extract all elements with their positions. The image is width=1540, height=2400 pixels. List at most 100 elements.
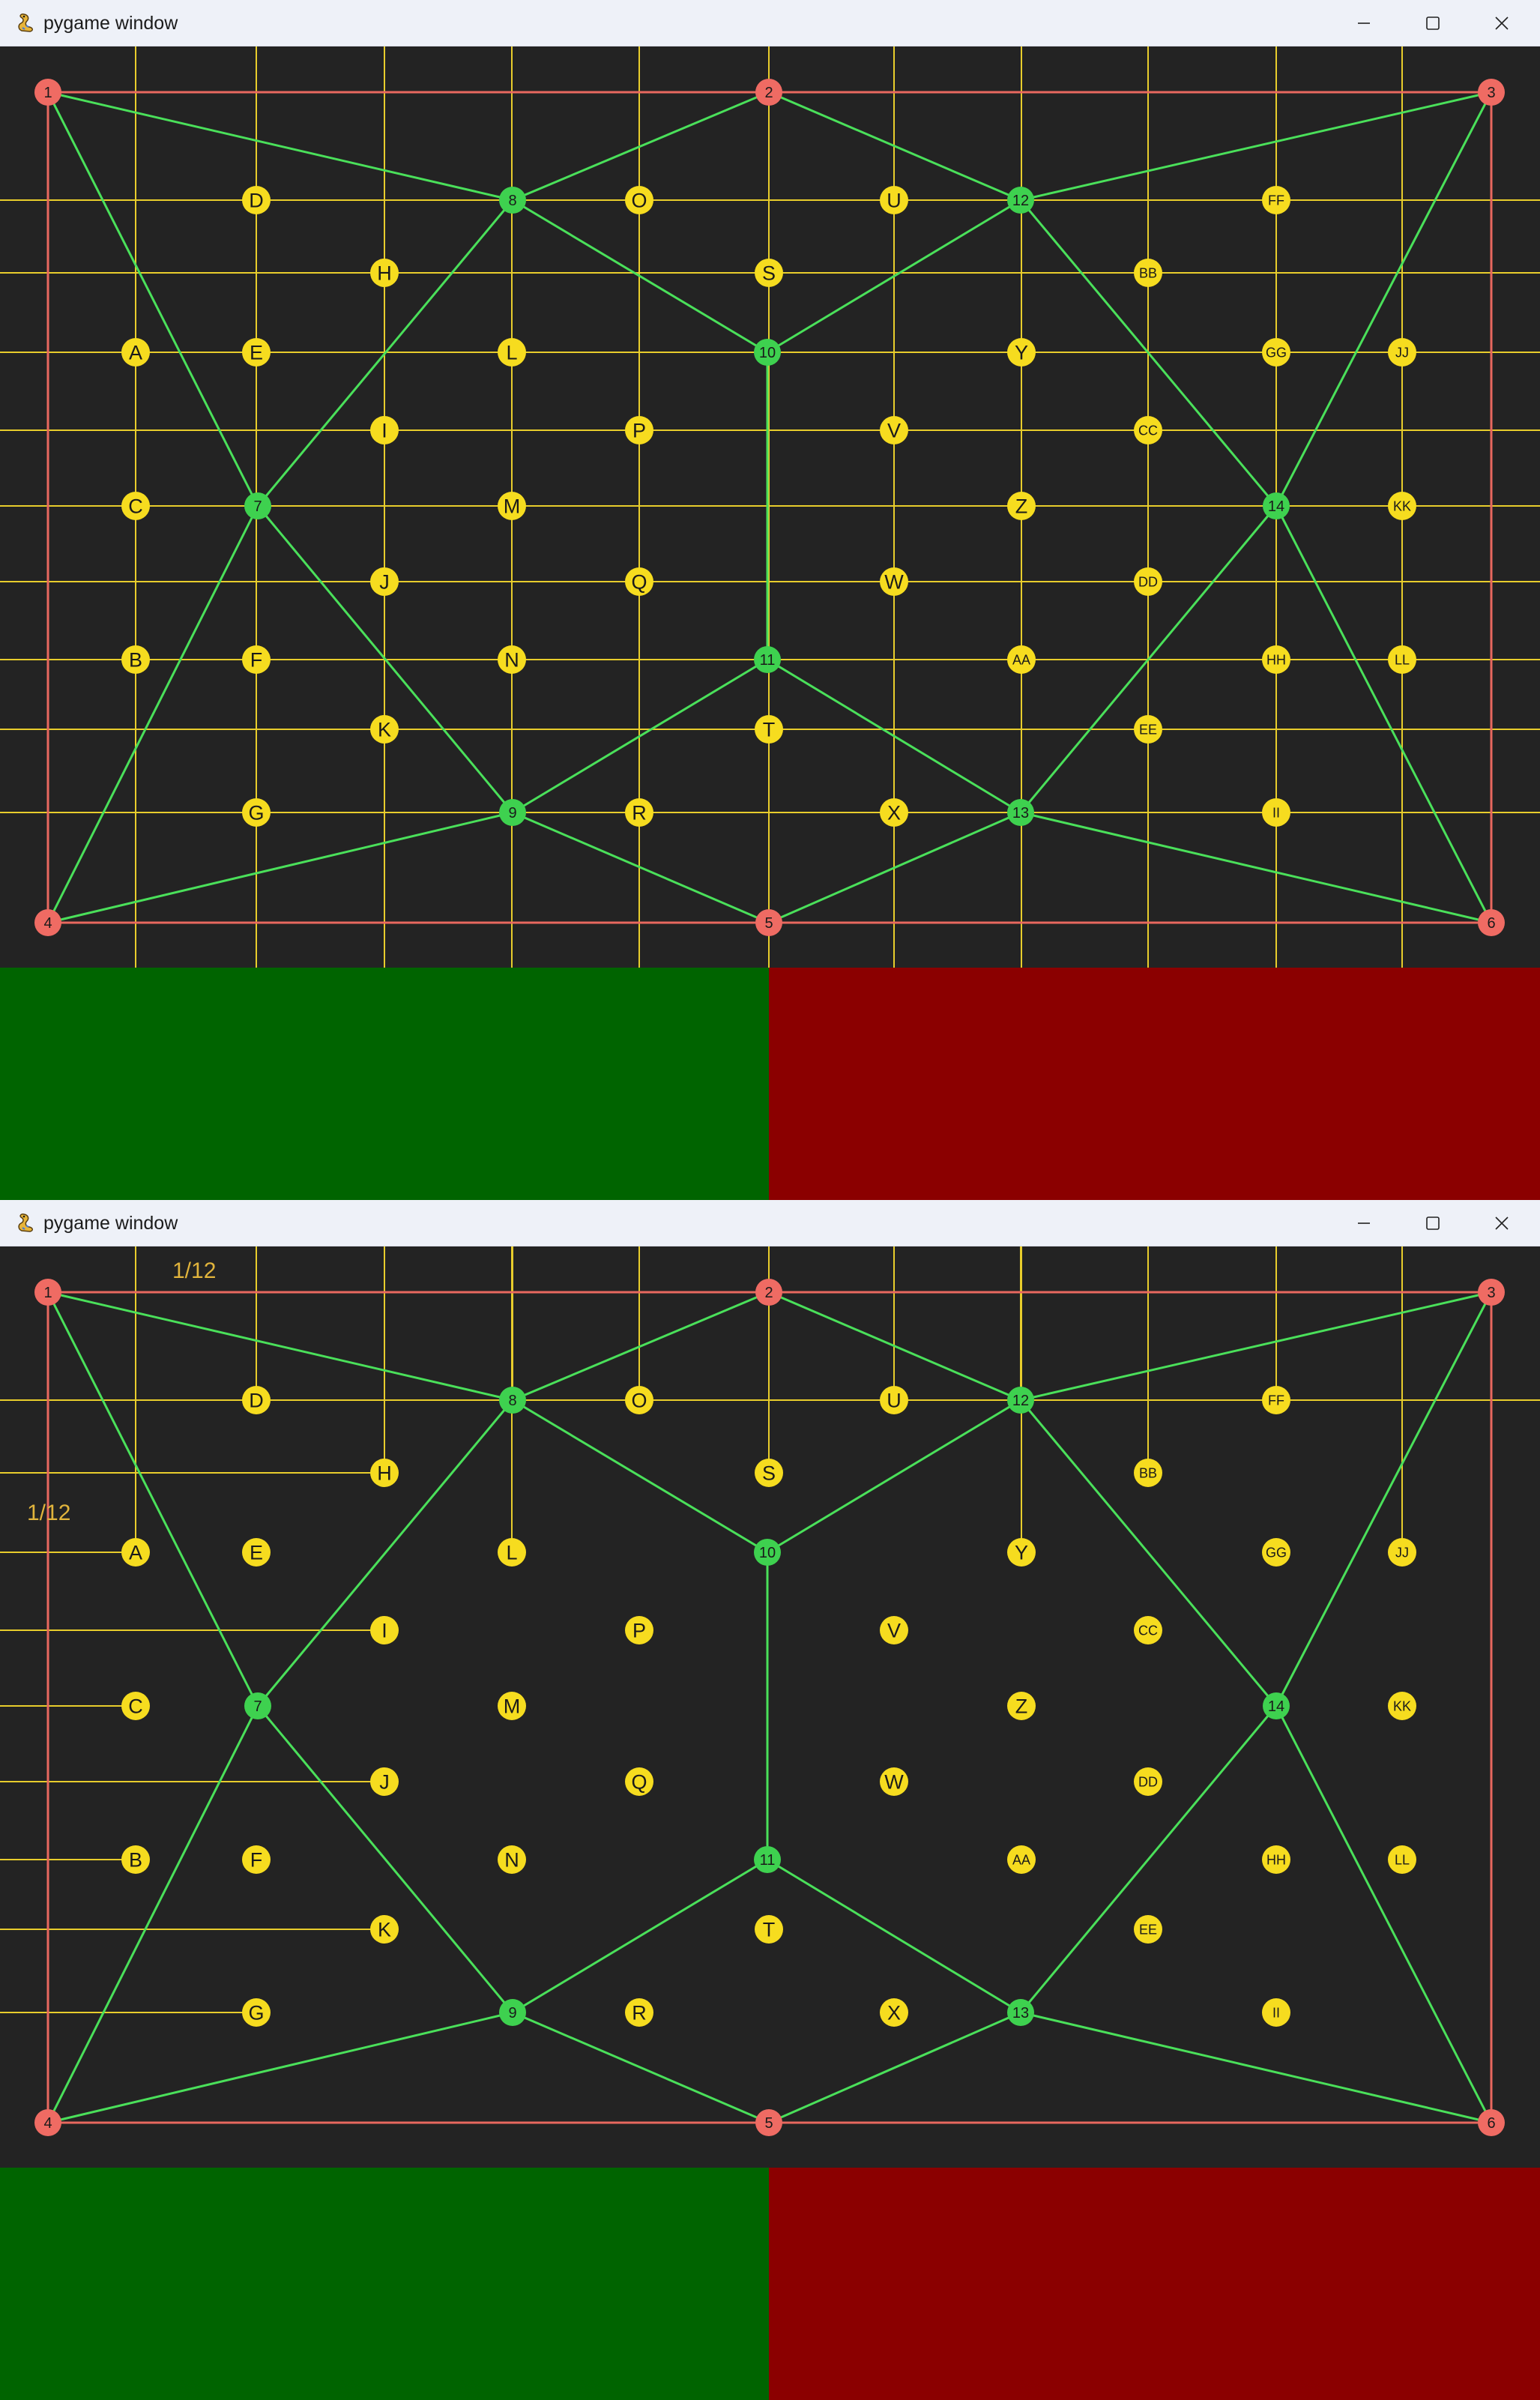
- green-node[interactable]: [499, 1999, 526, 2026]
- corner-node[interactable]: [755, 2109, 782, 2136]
- corner-node[interactable]: [755, 79, 782, 106]
- minimize-button[interactable]: [1329, 1200, 1398, 1246]
- corner-node[interactable]: [34, 79, 61, 106]
- yellow-node[interactable]: [755, 259, 783, 287]
- yellow-node[interactable]: [755, 715, 783, 744]
- yellow-node[interactable]: [1388, 1692, 1416, 1720]
- yellow-node[interactable]: [880, 186, 908, 214]
- yellow-node[interactable]: [370, 1915, 399, 1944]
- green-node[interactable]: [244, 492, 271, 519]
- yellow-node[interactable]: [1262, 645, 1290, 674]
- yellow-node[interactable]: [242, 645, 271, 674]
- yellow-node[interactable]: [880, 1998, 908, 2027]
- corner-node[interactable]: [755, 909, 782, 936]
- graph-board[interactable]: ABCDEFGHIJKLMNOPQRSTUVWXYZAABBCCDDEEFFGG…: [0, 46, 1540, 1200]
- yellow-node[interactable]: [498, 1845, 526, 1874]
- yellow-node[interactable]: [1388, 338, 1416, 367]
- yellow-node[interactable]: [498, 492, 526, 520]
- green-node[interactable]: [499, 799, 526, 826]
- green-node[interactable]: [1263, 1692, 1290, 1719]
- yellow-node[interactable]: [242, 1998, 271, 2027]
- yellow-node[interactable]: [625, 567, 653, 596]
- green-node[interactable]: [1007, 187, 1034, 214]
- yellow-node[interactable]: [1262, 338, 1290, 367]
- yellow-node[interactable]: [242, 186, 271, 214]
- yellow-node[interactable]: [625, 1616, 653, 1644]
- yellow-node[interactable]: [625, 416, 653, 444]
- yellow-node[interactable]: [1134, 259, 1162, 287]
- corner-node[interactable]: [1478, 909, 1505, 936]
- yellow-node[interactable]: [242, 798, 271, 827]
- green-node[interactable]: [1007, 1387, 1034, 1414]
- yellow-node[interactable]: [1388, 492, 1416, 520]
- yellow-node[interactable]: [1134, 1616, 1162, 1644]
- yellow-node[interactable]: [498, 1538, 526, 1567]
- yellow-node[interactable]: [1262, 1845, 1290, 1874]
- corner-node[interactable]: [34, 1279, 61, 1306]
- green-node[interactable]: [1007, 1999, 1034, 2026]
- title-bar[interactable]: pygame window: [0, 0, 1540, 46]
- yellow-node[interactable]: [121, 1538, 150, 1567]
- yellow-node[interactable]: [1388, 645, 1416, 674]
- yellow-node[interactable]: [242, 338, 271, 367]
- yellow-node[interactable]: [1134, 1915, 1162, 1944]
- yellow-node[interactable]: [880, 1767, 908, 1796]
- yellow-node[interactable]: [1134, 715, 1162, 744]
- yellow-node[interactable]: [121, 1845, 150, 1874]
- yellow-node[interactable]: [370, 1767, 399, 1796]
- green-panel[interactable]: [0, 968, 769, 1200]
- yellow-node[interactable]: [625, 1998, 653, 2027]
- corner-node[interactable]: [1478, 2109, 1505, 2136]
- yellow-node[interactable]: [880, 1616, 908, 1644]
- red-panel[interactable]: [769, 968, 1540, 1200]
- yellow-node[interactable]: [242, 1845, 271, 1874]
- yellow-node[interactable]: [1262, 186, 1290, 214]
- yellow-node[interactable]: [625, 1767, 653, 1796]
- green-panel[interactable]: [0, 2168, 769, 2400]
- yellow-node[interactable]: [1134, 1767, 1162, 1796]
- maximize-button[interactable]: [1398, 1200, 1467, 1246]
- yellow-node[interactable]: [625, 798, 653, 827]
- yellow-node[interactable]: [370, 416, 399, 444]
- green-node[interactable]: [499, 187, 526, 214]
- yellow-node[interactable]: [1388, 1538, 1416, 1567]
- green-node[interactable]: [244, 1692, 271, 1719]
- close-button[interactable]: [1467, 1200, 1536, 1246]
- green-node[interactable]: [754, 1846, 781, 1873]
- yellow-node[interactable]: [755, 1459, 783, 1487]
- corner-node[interactable]: [1478, 79, 1505, 106]
- corner-node[interactable]: [34, 2109, 61, 2136]
- yellow-node[interactable]: [1007, 338, 1036, 367]
- yellow-node[interactable]: [370, 259, 399, 287]
- yellow-node[interactable]: [121, 645, 150, 674]
- yellow-node[interactable]: [625, 186, 653, 214]
- yellow-node[interactable]: [370, 1616, 399, 1644]
- minimize-button[interactable]: [1329, 0, 1398, 46]
- corner-node[interactable]: [1478, 1279, 1505, 1306]
- green-node[interactable]: [1007, 799, 1034, 826]
- green-node[interactable]: [499, 1387, 526, 1414]
- yellow-node[interactable]: [880, 798, 908, 827]
- graph-board[interactable]: ABCDEFGHIJKLMNOPQRSTUVWXYZAABBCCDDEEFFGG…: [0, 1246, 1540, 2400]
- yellow-node[interactable]: [1134, 567, 1162, 596]
- yellow-node[interactable]: [498, 338, 526, 367]
- green-node[interactable]: [754, 1539, 781, 1566]
- yellow-node[interactable]: [1262, 1538, 1290, 1567]
- close-button[interactable]: [1467, 0, 1536, 46]
- corner-node[interactable]: [34, 909, 61, 936]
- yellow-node[interactable]: [370, 715, 399, 744]
- green-node[interactable]: [754, 339, 781, 366]
- yellow-node[interactable]: [121, 492, 150, 520]
- yellow-node[interactable]: [1388, 1845, 1416, 1874]
- yellow-node[interactable]: [1262, 1998, 1290, 2027]
- yellow-node[interactable]: [370, 567, 399, 596]
- yellow-node[interactable]: [880, 416, 908, 444]
- yellow-node[interactable]: [1007, 1538, 1036, 1567]
- yellow-node[interactable]: [1007, 645, 1036, 674]
- yellow-node[interactable]: [498, 1692, 526, 1720]
- red-panel[interactable]: [769, 2168, 1540, 2400]
- corner-node[interactable]: [755, 1279, 782, 1306]
- yellow-node[interactable]: [1134, 416, 1162, 444]
